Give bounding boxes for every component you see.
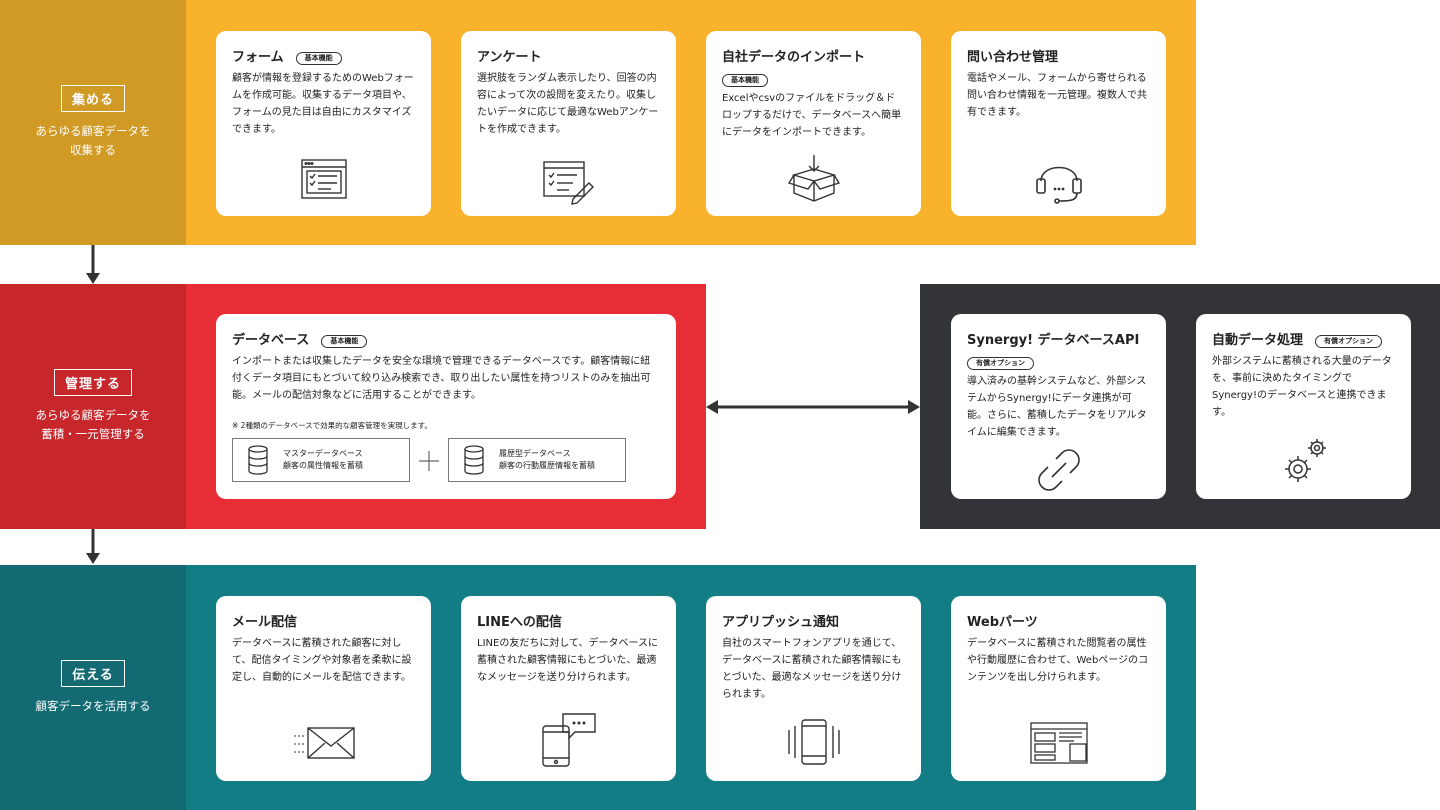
card-webparts: Webパーツ データベースに蓄積された閲覧者の属性や行動履歴に合わせて、Webペ… <box>951 596 1166 781</box>
database-note: ※ 2種類のデータベースで効果的な顧客管理を実現します。 <box>232 421 432 430</box>
card-inquiry-body: 電話やメール、フォームから寄せられる問い合わせ情報を一元管理。複数人で共有できま… <box>967 73 1147 118</box>
history-db-title: 履歴型データベース <box>499 449 571 458</box>
phone-vibrate-icon <box>787 719 840 765</box>
card-survey-title: アンケート <box>477 50 542 65</box>
card-line-title: LINEへの配信 <box>477 615 562 630</box>
card-database-title: データベース <box>232 333 310 348</box>
card-survey: アンケート 選択肢をランダム表示したり、回答の内容によって次の設問を変えたり。収… <box>461 31 676 216</box>
manage-tag: 管理する <box>53 369 132 396</box>
card-form-pill: 基本機能 <box>295 51 342 65</box>
survey-pencil-icon <box>542 161 594 205</box>
card-import-title: 自社データのインポート <box>722 50 866 65</box>
database-cylinder-icon <box>248 445 268 475</box>
card-import-pill: 基本機能 <box>722 74 768 87</box>
deliver-tag: 伝える <box>61 659 125 687</box>
card-form: フォーム 基本機能 顧客が情報を登録するためのWebフォームを作成可能。収集する… <box>216 31 431 216</box>
card-mail-title: メール配信 <box>232 615 298 630</box>
deliver-band-left <box>0 565 186 810</box>
card-inquiry-title: 問い合わせ管理 <box>967 50 1059 65</box>
plus-icon <box>419 451 439 471</box>
collect-sub1: あらゆる顧客データを <box>35 124 151 138</box>
card-api-body: 導入済みの基幹システムなど、外部システムからSynergy!にデータ連携が可能。… <box>967 376 1147 438</box>
card-auto-data-body: 外部システムに蓄積される大量のデータを、事前に決めたタイミングでSynergy!… <box>1212 356 1392 418</box>
deliver-label: 伝える 顧客データを活用する <box>0 565 186 810</box>
web-layout-icon <box>1029 722 1088 764</box>
manage-sub1: あらゆる顧客データを <box>35 408 151 422</box>
headset-icon <box>1035 166 1082 204</box>
manage-sub2: 蓄積・一元管理する <box>41 427 145 441</box>
history-db-box: 履歴型データベース 顧客の行動履歴情報を蓄積 <box>448 438 626 482</box>
collect-label: 集める あらゆる顧客データを 収集する <box>0 0 186 245</box>
card-push-body: 自社のスマートフォンアプリを通じて、データベースに蓄積された顧客情報にもとづいた… <box>722 638 902 700</box>
bidirectional-arrow <box>706 400 920 414</box>
card-survey-body: 選択肢をランダム表示したり、回答の内容によって次の設問を変えたり。収集したいデー… <box>477 73 659 135</box>
card-line-body: LINEの友だちに対して、データベースに蓄積された顧客情報にもとづいた、最適なメ… <box>477 638 659 683</box>
flow-arrow-down-2 <box>86 529 100 564</box>
deliver-sub1: 顧客データを活用する <box>35 698 151 713</box>
card-import-body: Excelやcsvのファイルをドラッグ＆ドロップするだけで、データベースへ簡単に… <box>722 93 902 138</box>
card-form-title: フォーム <box>232 50 284 65</box>
master-db-title: マスターデータベース <box>283 449 363 458</box>
manage-label: 管理する あらゆる顧客データを 蓄積・一元管理する <box>0 284 186 529</box>
master-db-box: マスターデータベース 顧客の属性情報を蓄積 <box>232 438 410 482</box>
card-webparts-body: データベースに蓄積された閲覧者の属性や行動履歴に合わせて、Webページのコンテン… <box>967 638 1149 683</box>
phone-chat-icon <box>541 713 596 767</box>
collect-tag: 集める <box>60 85 125 112</box>
card-import: 自社データのインポート 基本機能 Excelやcsvのファイルをドラッグ＆ドロッ… <box>706 31 921 216</box>
card-push: アプリプッシュ通知 自社のスマートフォンアプリを通じて、データベースに蓄積された… <box>706 596 921 781</box>
card-inquiry: 問い合わせ管理 電話やメール、フォームから寄せられる問い合わせ情報を一元管理。複… <box>951 31 1166 216</box>
master-db-sub: 顧客の属性情報を蓄積 <box>283 461 363 470</box>
card-api-pill: 有償オプション <box>967 357 1034 370</box>
card-form-body: 顧客が情報を登録するためのWebフォームを作成可能。収集するデータ項目や、フォー… <box>232 73 414 135</box>
card-database-pill: 基本機能 <box>321 334 368 348</box>
flow-arrow-down-1 <box>86 245 100 284</box>
collect-band-left <box>0 0 186 245</box>
form-window-icon <box>300 159 347 199</box>
history-db-sub: 顧客の行動履歴情報を蓄積 <box>499 461 595 470</box>
card-api-title: Synergy! データベースAPI <box>967 333 1140 348</box>
card-database: データベース 基本機能 インポートまたは収集したデータを安全な環境で管理できるデ… <box>216 314 676 499</box>
card-mail: メール配信 データベースに蓄積された顧客に対して、配信タイミングや対象者を柔軟に… <box>216 596 431 781</box>
card-database-body: インポートまたは収集したデータを安全な環境で管理できるデータベースです。顧客情報… <box>232 356 651 401</box>
card-auto-data-pill: 有償オプション <box>1315 334 1383 348</box>
card-line: LINEへの配信 LINEの友だちに対して、データベースに蓄積された顧客情報にも… <box>461 596 676 781</box>
card-api: Synergy! データベースAPI 有償オプション 導入済みの基幹システムなど… <box>951 314 1166 499</box>
manage-band-left <box>0 284 186 529</box>
card-auto-data-title: 自動データ処理 <box>1212 333 1304 348</box>
collect-sub2: 収集する <box>70 143 116 157</box>
envelope-icon <box>293 727 355 759</box>
database-cylinder-icon <box>464 445 484 475</box>
gears-icon <box>1284 439 1326 482</box>
card-push-title: アプリプッシュ通知 <box>722 615 840 630</box>
import-box-icon <box>787 155 840 202</box>
link-chain-icon <box>1037 449 1080 491</box>
card-auto-data: 自動データ処理 有償オプション 外部システムに蓄積される大量のデータを、事前に決… <box>1196 314 1411 499</box>
card-mail-body: データベースに蓄積された顧客に対して、配信タイミングや対象者を柔軟に設定し、自動… <box>232 638 412 683</box>
card-webparts-title: Webパーツ <box>967 615 1038 630</box>
